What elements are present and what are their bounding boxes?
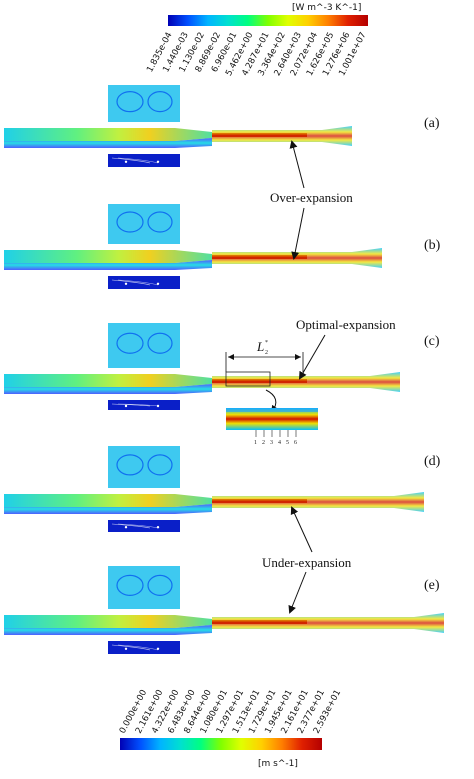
length-subscript: 2: [265, 350, 268, 356]
streamline: [117, 523, 159, 529]
under-expansion-arrow-down: [288, 571, 307, 614]
streamline: [117, 157, 159, 164]
panel-3: (d): [4, 446, 441, 532]
streamline: [117, 403, 159, 407]
entrainment-stream: [4, 504, 212, 514]
inset-tick-label: 1: [254, 440, 257, 446]
secondary-chamber-top: [108, 566, 180, 609]
vortex-right: [147, 454, 173, 476]
top-colorbar-unit: [W m^-3 K^-1]: [292, 3, 361, 13]
dim-arrow-right: [295, 354, 301, 360]
bottom-colorbar-ticks: 0.000e+002.161e+004.322e+006.483e+008.64…: [118, 688, 343, 735]
secondary-chamber-top: [108, 204, 180, 244]
vortex-right: [147, 332, 173, 354]
vortex-center: [124, 282, 128, 285]
over-expansion-arrow-down: [291, 207, 305, 260]
top-colorbar: [W m^-3 K^-1] 1.835e-041.440e-031.130e-0…: [145, 3, 368, 78]
panel-1: (b): [4, 204, 441, 289]
vortex-left: [116, 454, 144, 476]
length-superscript: *: [265, 340, 268, 346]
diffuser: [212, 613, 444, 633]
entrainment-stream: [4, 384, 212, 394]
over-expansion-label: Over-expansion: [270, 190, 353, 205]
vortex-center: [156, 160, 160, 163]
diffuser: [212, 492, 424, 512]
vortex-center: [124, 160, 128, 163]
streamline: [111, 157, 151, 164]
panel-label: (e): [424, 578, 440, 593]
streamline: [111, 523, 151, 529]
dim-arrow-left: [228, 354, 234, 360]
bottom-colorbar: 0.000e+002.161e+004.322e+006.483e+008.64…: [118, 688, 343, 769]
panel-label: (b): [424, 238, 441, 253]
primary-nozzle: [4, 494, 212, 507]
optimal-expansion-label: Optimal-expansion: [296, 317, 396, 332]
inset-image: [226, 408, 318, 430]
primary-nozzle: [4, 128, 212, 141]
panel-label: (a): [424, 116, 440, 131]
length-symbol: L: [256, 339, 264, 354]
streamline: [117, 644, 159, 651]
diffuser: [212, 372, 400, 392]
vortex-center: [156, 526, 160, 529]
vortex-center: [124, 647, 128, 650]
bottom-colorbar-gradient: [120, 738, 322, 750]
streamline: [111, 644, 151, 651]
inset-tick-label: 3: [270, 440, 273, 446]
length-dimension: L 2 *: [225, 339, 304, 372]
primary-nozzle: [4, 615, 212, 628]
panel-4: (e): [4, 566, 444, 654]
optimal-expansion-arrow: [298, 334, 326, 380]
vortex-left: [116, 332, 144, 354]
under-expansion-label: Under-expansion: [262, 555, 352, 570]
entrainment-stream: [4, 625, 212, 635]
vortex-center: [124, 404, 128, 408]
vortex-left: [116, 574, 144, 596]
under-expansion-arrow-up: [290, 506, 313, 553]
diffuser: [212, 126, 352, 146]
zoom-box: [225, 371, 271, 387]
entrainment-stream: [4, 260, 212, 270]
vortex-right: [147, 91, 173, 113]
inset-tick-label: 5: [286, 440, 289, 446]
inset-top-band: [226, 408, 318, 412]
secondary-chamber-top: [108, 85, 180, 122]
panel-0: (a): [4, 85, 440, 167]
entrainment-stream: [4, 138, 212, 148]
diffuser: [212, 248, 382, 268]
panels-group: (a) (b) (c) (d) (e): [4, 85, 444, 654]
top-colorbar-ticks: 1.835e-041.440e-031.130e-028.869e-026.96…: [145, 31, 368, 78]
bottom-colorbar-unit: [m s^-1]: [258, 759, 298, 769]
vortex-center: [156, 404, 160, 408]
secondary-chamber-top: [108, 323, 180, 368]
secondary-chamber-top: [108, 446, 180, 488]
inset-tick-label: 6: [294, 440, 297, 446]
streamline: [111, 279, 151, 286]
primary-nozzle: [4, 374, 212, 387]
vortex-center: [124, 526, 128, 529]
vortex-right: [147, 211, 173, 233]
inset-tick-label: 2: [262, 440, 265, 446]
vortex-left: [116, 91, 144, 113]
panel-2: (c): [4, 323, 440, 410]
panel-label: (d): [424, 454, 441, 469]
vortex-right: [147, 574, 173, 596]
streamline: [111, 403, 151, 407]
annotations: Over-expansion Optimal-expansion L 2 * 1…: [225, 140, 396, 614]
vortex-center: [156, 647, 160, 650]
streamline: [117, 279, 159, 286]
top-colorbar-gradient: [168, 15, 368, 26]
primary-nozzle: [4, 250, 212, 263]
over-expansion-arrow-up: [289, 140, 305, 189]
vortex-left: [116, 211, 144, 233]
inset-tick-label: 4: [278, 440, 281, 446]
vortex-center: [156, 282, 160, 285]
panel-label: (c): [424, 334, 440, 349]
